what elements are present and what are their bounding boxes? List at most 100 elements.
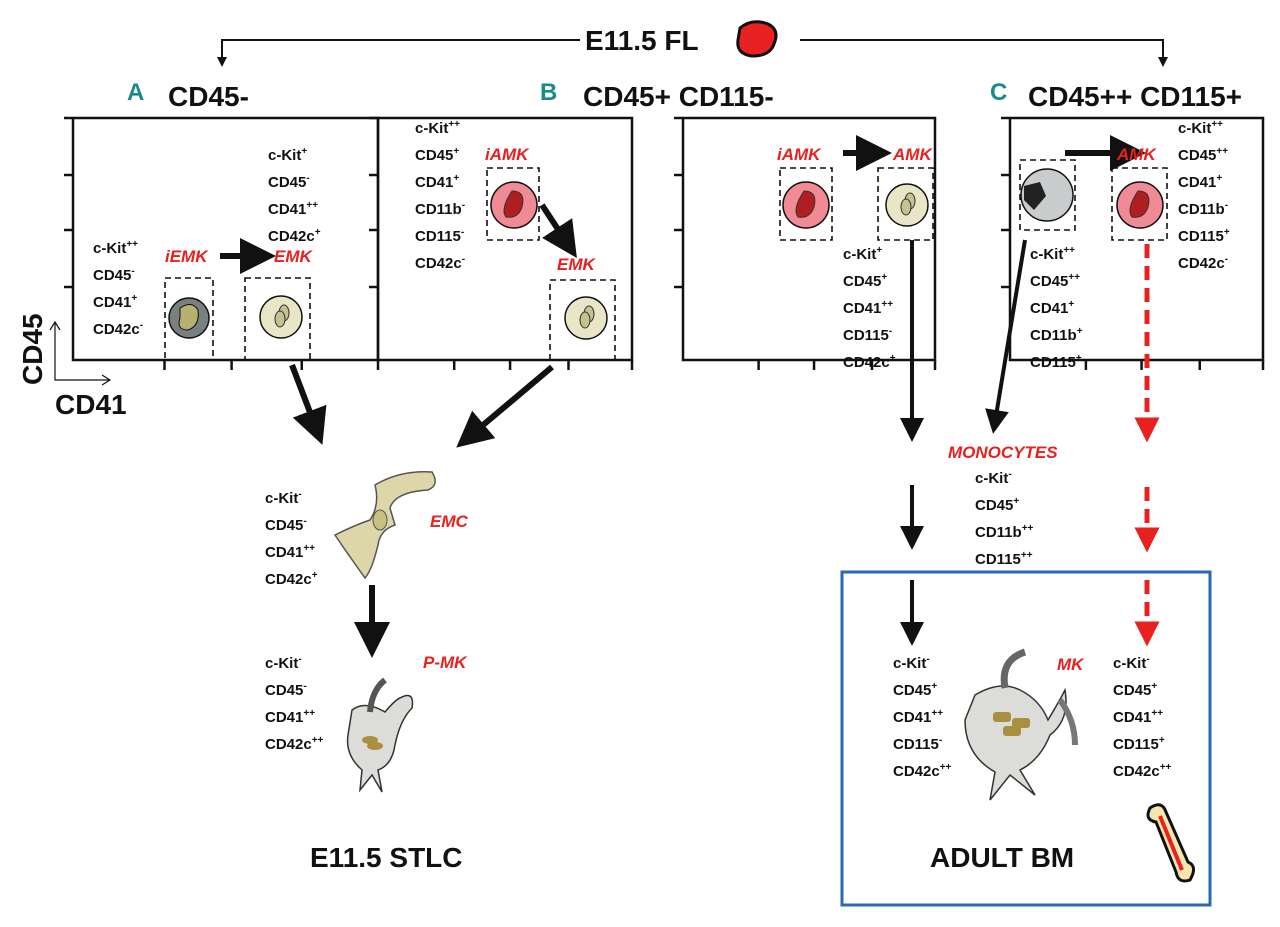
marker: CD41+ [1178, 173, 1222, 191]
marker-list-mk-right: c-Kit-CD45+CD41++CD115+CD42c++ [1113, 654, 1172, 780]
marker: c-Kit- [975, 469, 1012, 487]
marker: CD45+ [843, 272, 887, 290]
marker: CD115+ [1178, 227, 1230, 245]
marker: CD41++ [268, 200, 318, 218]
marker: CD42c- [415, 254, 465, 272]
arrow-emk-emc-a [289, 363, 327, 445]
marker: CD41+ [1030, 299, 1074, 317]
cell-pmk [346, 677, 414, 793]
marker: CD45+ [415, 146, 459, 164]
marker: CD42c+ [265, 570, 318, 588]
bone-icon [1146, 803, 1195, 883]
cell-amk-pink [782, 181, 830, 229]
marker: CD41++ [893, 708, 943, 726]
marker: CD11b+ [1030, 326, 1083, 344]
label-amk-c2: AMK [1116, 145, 1157, 164]
marker-list-iamk-b: c-Kit++ CD45+ CD41+ CD11b- CD115- CD42c- [415, 119, 465, 272]
marker: CD45- [268, 173, 310, 191]
marker: CD42c+ [843, 353, 896, 371]
cell-amk-pink [490, 181, 538, 229]
marker: CD41++ [265, 708, 315, 726]
cell-mk [964, 648, 1078, 801]
label-emk-a: EMK [274, 247, 314, 266]
marker: c-Kit- [265, 654, 302, 672]
label-monocytes: MONOCYTES [948, 443, 1058, 462]
marker: CD42c++ [1113, 762, 1172, 780]
label-emk-b: EMK [557, 255, 597, 274]
marker: c-Kit+ [268, 146, 307, 164]
marker: CD115+ [1113, 735, 1165, 753]
marker-list-iemk-a: c-Kit++CD45-CD41+CD42c- [93, 239, 143, 338]
marker: c-Kit+ [843, 245, 882, 263]
marker: CD42c- [93, 320, 143, 338]
cell-iemk [168, 297, 210, 339]
axis-indicator [49, 320, 112, 386]
marker: CD45- [265, 516, 307, 534]
panel-label-b: CD45+ CD115- [583, 81, 774, 112]
cell-emk-amk-beige [259, 295, 303, 339]
marker: CD42c++ [265, 735, 324, 753]
marker-list-amk-b: c-Kit+ CD45+ CD41++ CD115- CD42c+ [843, 245, 896, 371]
marker: c-Kit- [1113, 654, 1150, 672]
marker: CD41++ [265, 543, 315, 561]
cell-emc [333, 471, 436, 580]
arrow-iamk-emk [539, 203, 577, 259]
cell-amk-pink [1116, 181, 1164, 229]
panel-letter-c: C [990, 79, 1007, 106]
arrow-emk-emc-b [456, 364, 554, 448]
y-axis-label: CD45 [17, 313, 48, 385]
label-emc: EMC [430, 512, 469, 531]
x-axis-label: CD41 [55, 389, 127, 420]
marker: CD41++ [843, 299, 893, 317]
arrow-precursor-monocytes [985, 239, 1027, 434]
marker: CD45- [93, 266, 135, 284]
branch-line-left [217, 39, 580, 67]
marker-list-emc: c-Kit-CD45-CD41++CD42c+ [265, 489, 318, 588]
marker-list-pmk: c-Kit- CD45- CD41++ CD42c++ [265, 654, 324, 753]
marker: c-Kit++ [415, 119, 460, 137]
marker: CD45++ [1030, 272, 1080, 290]
marker: CD42c- [1178, 254, 1228, 272]
adult-bm-box [840, 570, 1212, 907]
label-iamk-b: iAMK [485, 145, 530, 164]
marker: CD115- [843, 326, 892, 344]
marker: CD115- [415, 227, 464, 245]
label-iamk-c: iAMK [777, 145, 822, 164]
panel-label-c: CD45++ CD115+ [1028, 81, 1242, 112]
marker: CD11b++ [975, 523, 1034, 541]
panel-label-a: CD45- [168, 81, 249, 112]
cell-precursor-grey [1020, 168, 1074, 222]
marker: c-Kit++ [1030, 245, 1075, 263]
panel-letter-b: B [540, 79, 557, 106]
marker: CD45+ [975, 496, 1019, 514]
marker: CD45+ [893, 681, 937, 699]
marker: CD115++ [975, 550, 1033, 568]
marker-list-precursor-c: c-Kit++ CD45++ CD41+ CD11b+ CD115+ [1030, 245, 1083, 371]
marker: c-Kit++ [1178, 119, 1223, 137]
marker: CD115+ [1030, 353, 1082, 371]
marker: CD11b- [1178, 200, 1228, 218]
gates [164, 159, 1168, 361]
marker: CD115- [893, 735, 942, 753]
title: E11.5 FL [585, 25, 699, 56]
bottom-label-stlc: E11.5 STLC [310, 842, 463, 873]
label-iemk: iEMK [165, 247, 209, 266]
label-mk: MK [1057, 655, 1085, 674]
marker: CD41+ [415, 173, 459, 191]
marker: CD42c++ [893, 762, 952, 780]
bottom-label-adult-bm: ADULT BM [930, 842, 1074, 873]
marker-list-monocytes: c-Kit- CD45+ CD11b++ CD115++ [975, 469, 1034, 568]
branch-line-right [800, 39, 1168, 67]
marker: CD11b- [415, 200, 465, 218]
label-pmk: P-MK [423, 653, 468, 672]
panel-letter-a: A [127, 79, 144, 106]
marker: CD45- [265, 681, 307, 699]
marker: c-Kit++ [93, 239, 138, 257]
fetal-liver-icon [736, 20, 778, 58]
marker-list-emk-a: c-Kit+ CD45- CD41++ CD42c+ [268, 146, 321, 245]
marker-list-amk-c: c-Kit++CD45++CD41+CD11b-CD115+CD42c- [1178, 119, 1230, 272]
marker: CD42c+ [268, 227, 321, 245]
label-amk-c1: AMK [892, 145, 933, 164]
marker: CD41++ [1113, 708, 1163, 726]
